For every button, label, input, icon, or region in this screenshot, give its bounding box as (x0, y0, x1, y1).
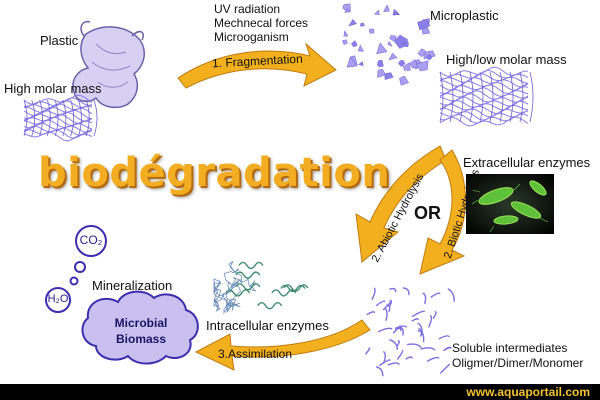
site-footer: www.aquaportail.com (0, 384, 600, 400)
factor-microorganism: Microoganism (214, 30, 289, 44)
fragmentation-arrow (177, 42, 337, 89)
h2o-bubble (45, 287, 71, 313)
intracellular-enzymes-label: Intracellular enzymes (206, 318, 329, 333)
biotic-hydrolysis-arrow (419, 149, 466, 275)
biomass-line-1: Microbial (114, 316, 168, 330)
soluble-intermediates-label: Soluble intermediates (452, 341, 568, 355)
oligomer-monomer-label: Oligmer/Dimer/Monomer (452, 356, 584, 370)
intracellular-enzyme-icon (213, 260, 309, 315)
small-bubble (74, 261, 86, 273)
mineralization-label: Mineralization (92, 278, 173, 293)
or-label: OR (414, 203, 441, 223)
biomass-line-2: Biomass (115, 332, 167, 346)
footer-url-link[interactable]: www.aquaportail.com (466, 385, 590, 399)
plastic-bag-icon (72, 20, 146, 109)
plastic-label: Plastic (40, 33, 79, 48)
assimilation-step-label: 3.Assimilation (218, 347, 293, 361)
co2-bubble (75, 225, 107, 257)
molar-mass-label: High molar mass (4, 81, 102, 96)
factor-mechanical: Mechnecal forces (214, 16, 309, 30)
assimilation-arrow (194, 319, 371, 371)
extracellular-enzymes-label: Extracellular enzymes (463, 155, 591, 170)
h2o-label: H₂O (47, 293, 69, 305)
microplastic-label: Microplastic (430, 8, 499, 23)
microplastic-fragments-icon (341, 3, 436, 86)
mass-range-label: High/low molar mass (446, 52, 567, 67)
page-title: biodégradation (38, 150, 391, 196)
polymer-chains-right-icon (439, 66, 534, 127)
factor-uv: UV radiation (214, 2, 281, 16)
abiotic-hydrolysis-arrow (355, 145, 447, 263)
co2-label: CO₂ (79, 233, 103, 247)
tiny-bubble (69, 276, 79, 286)
bacteria-image (466, 174, 554, 234)
polymer-chains-icon (23, 94, 98, 142)
soluble-intermediates-icon (365, 287, 455, 377)
microbial-biomass-cloud (81, 290, 199, 365)
